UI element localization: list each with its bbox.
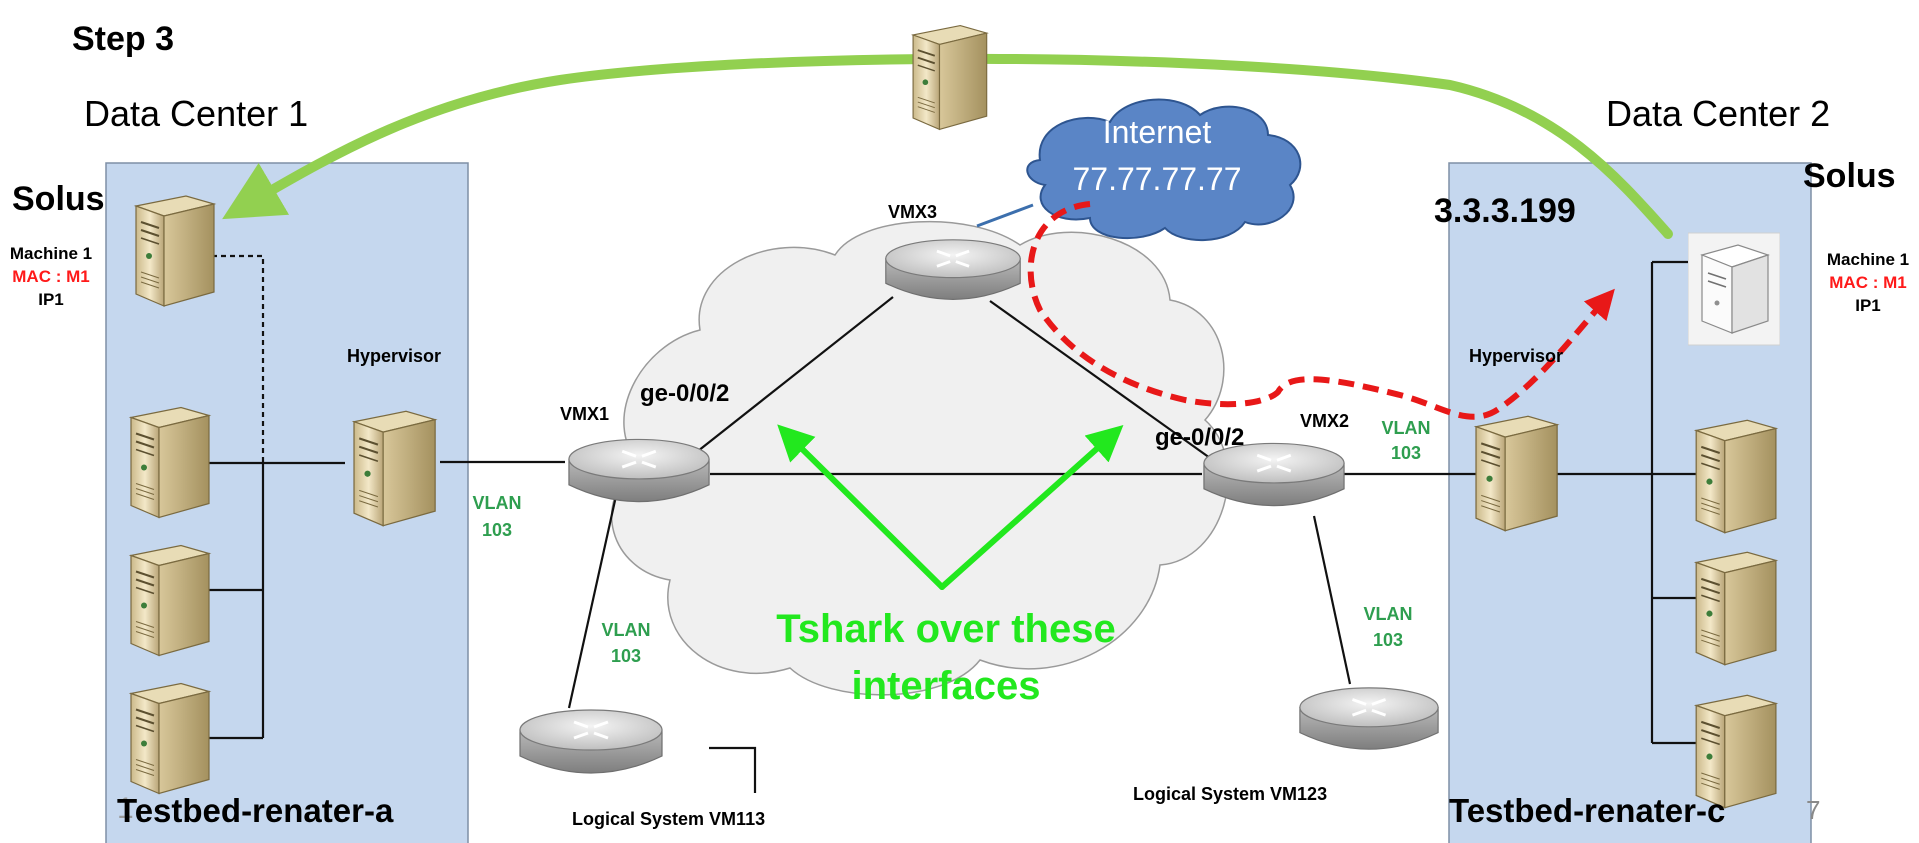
dc1-machine-name: Machine 1 (10, 244, 92, 263)
dc2-machine-1-server-icon (1688, 232, 1780, 346)
dc1-hypervisor-label: Hypervisor (347, 346, 441, 366)
tshark-annotation-line2: interfaces (852, 664, 1041, 708)
traffic-path (1027, 201, 1615, 420)
dc1-server-2-icon (129, 406, 211, 519)
vmx1-label: VMX1 (560, 404, 609, 424)
vlan-2-id: 103 (611, 646, 641, 666)
logical-system-vm123-label: Logical System VM123 (1133, 784, 1327, 804)
internet-label: Internet (1103, 114, 1212, 150)
dc1-machine-mac: MAC : M1 (12, 267, 89, 286)
vmx2-router-icon (1202, 441, 1346, 508)
internet-ip: 77.77.77.77 (1072, 161, 1241, 197)
slide-number: 7 (1806, 795, 1820, 825)
dc2-machine-ip: IP1 (1855, 296, 1881, 315)
dc2-hypervisor-label: Hypervisor (1469, 346, 1563, 366)
internet-cloud (1026, 98, 1302, 242)
dc1-server-3-icon (129, 544, 211, 657)
vmx3-label: VMX3 (888, 202, 937, 222)
dc1-machine-1-server-icon (135, 195, 215, 307)
tshark-annotation-line1: Tshark over these (776, 607, 1115, 651)
vlan-4-label: VLAN (1364, 604, 1413, 624)
vlan-3-label: VLAN (1382, 418, 1431, 438)
migrating-server-icon (911, 24, 988, 131)
interface-right-label: ge-0/0/2 (1155, 424, 1244, 451)
vm123-router-icon (1298, 686, 1440, 751)
network-links (440, 296, 1477, 793)
dc2-solus-label: Solus (1803, 157, 1896, 195)
dc1-server-4-icon (129, 682, 211, 795)
interface-left-label: ge-0/0/2 (640, 380, 729, 407)
dc2-testbed-label: Testbed-renater-c (1449, 792, 1725, 829)
dc1-title: Data Center 1 (84, 93, 308, 134)
vlan-1-id: 103 (482, 520, 512, 540)
dc2-machine-mac: MAC : M1 (1829, 273, 1906, 292)
dc2-server-2-icon (1695, 419, 1777, 534)
dc2-hypervisor-server-icon (1474, 415, 1559, 532)
dc1-testbed-label: Testbed-renater-a (117, 792, 394, 829)
dc2-title: Data Center 2 (1606, 93, 1830, 134)
dc1-machine-ip: IP1 (38, 290, 64, 309)
dc1-solus-label: Solus (12, 180, 105, 218)
dc1-hypervisor-server-icon (352, 410, 437, 527)
internet-uplink (976, 203, 1034, 228)
date-fragment: 1 (117, 792, 134, 825)
dc1-machine-label: Machine 1 MAC : M1 IP1 (10, 244, 92, 309)
vlan-2-label: VLAN (602, 620, 651, 640)
dc2-machine-label: Machine 1 MAC : M1 IP1 (1827, 250, 1909, 315)
vlan-4-id: 103 (1373, 630, 1403, 650)
vlan-labels: VLAN 103 VLAN 103 VLAN 103 VLAN 103 (473, 418, 1431, 666)
tshark-arrows (777, 424, 1124, 590)
dc2-machine-name: Machine 1 (1827, 250, 1909, 269)
logical-system-vm113-label: Logical System VM113 (572, 809, 765, 829)
dc2-server-4-icon (1695, 694, 1777, 809)
vlan-1-label: VLAN (473, 493, 522, 513)
vlan-3-id: 103 (1391, 443, 1421, 463)
dc2-address: 3.3.3.199 (1434, 192, 1576, 230)
vmx1-router-icon (567, 437, 711, 504)
vmx3-router-icon (884, 238, 1022, 301)
step-title: Step 3 (72, 20, 174, 58)
network-cloud (611, 220, 1229, 696)
dc2-server-3-icon (1695, 551, 1777, 666)
vmx2-label: VMX2 (1300, 411, 1349, 431)
vm113-router-icon (518, 708, 664, 775)
